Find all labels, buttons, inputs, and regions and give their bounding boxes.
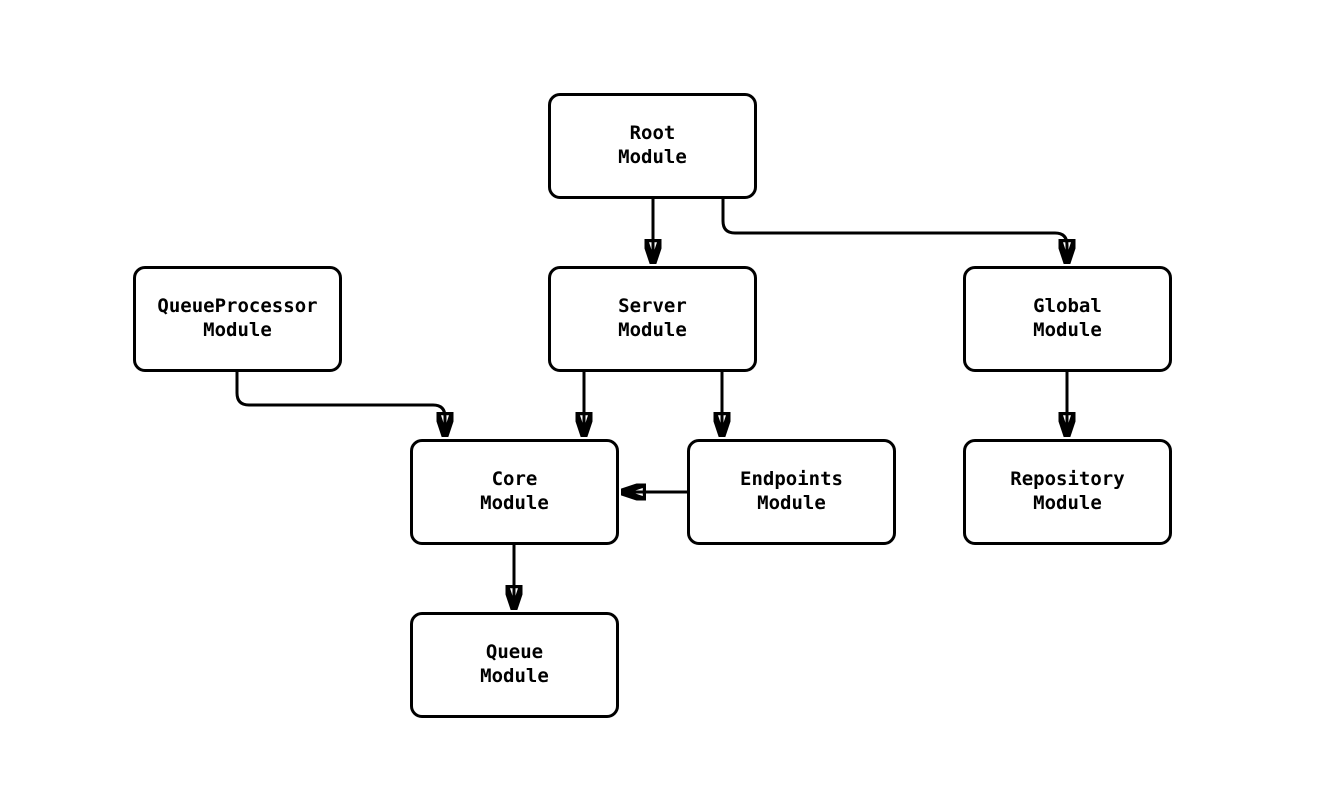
node-root-module-label: Root Module (618, 122, 687, 168)
node-queueprocessor-module-label: QueueProcessor Module (157, 295, 318, 341)
node-core-module-label: Core Module (480, 468, 549, 514)
node-repository-module-label: Repository Module (1010, 468, 1125, 514)
node-queue-module-label: Queue Module (480, 641, 549, 687)
node-endpoints-module-label: Endpoints Module (740, 468, 843, 514)
node-core-module: Core Module (410, 439, 619, 545)
node-repository-module: Repository Module (963, 439, 1172, 545)
node-server-module-label: Server Module (618, 295, 687, 341)
node-queueprocessor-module: QueueProcessor Module (133, 266, 342, 372)
node-global-module: Global Module (963, 266, 1172, 372)
node-endpoints-module: Endpoints Module (687, 439, 896, 545)
node-global-module-label: Global Module (1033, 295, 1102, 341)
edge-root-to-global (721, 198, 1067, 262)
node-queue-module: Queue Module (410, 612, 619, 718)
node-server-module: Server Module (548, 266, 757, 372)
node-root-module: Root Module (548, 93, 757, 199)
edge-queueprocessor-to-core (235, 372, 445, 435)
